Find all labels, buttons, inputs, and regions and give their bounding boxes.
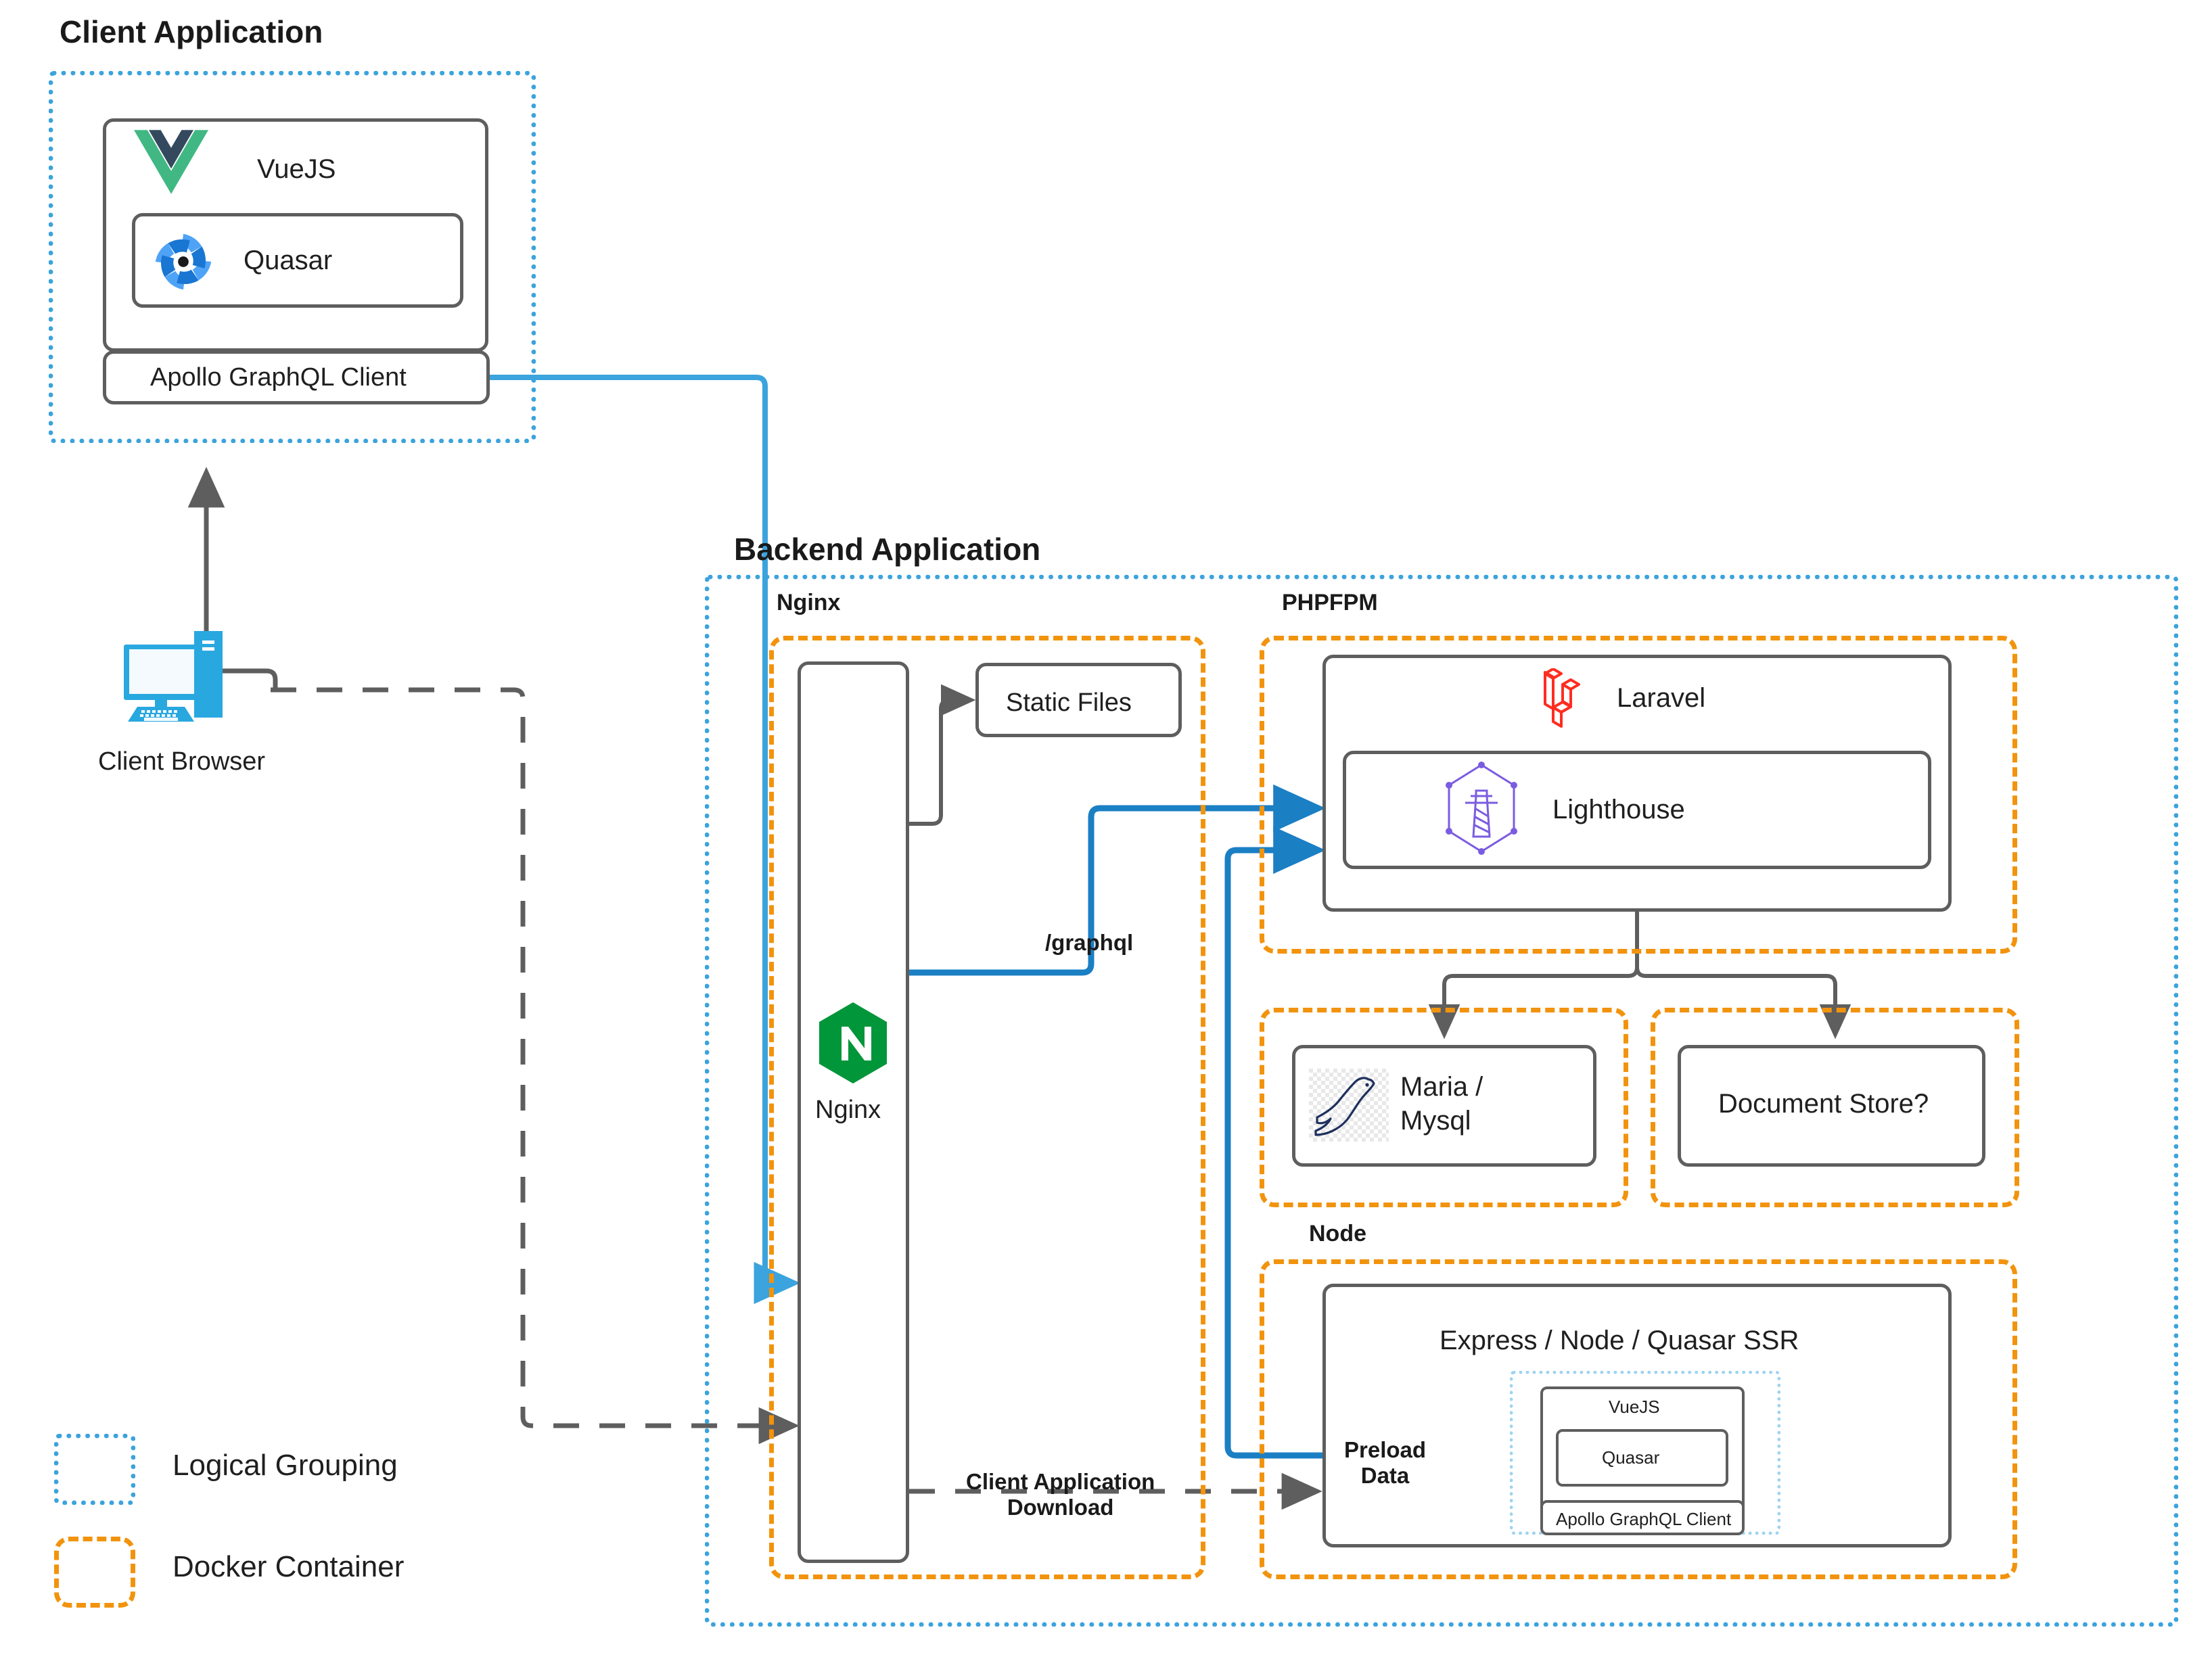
nginx-logo-icon (816, 1001, 890, 1085)
maria-mysql-node[interactable] (1292, 1045, 1596, 1167)
laravel-logo-icon (1536, 668, 1588, 732)
client-vuejs-label: VueJS (257, 154, 336, 184)
document-store-docker-container (1651, 1008, 2019, 1207)
node-docker-container (1260, 1259, 2017, 1579)
laravel-label: Laravel (1617, 683, 1706, 713)
backend-application-group (705, 575, 2178, 1627)
node-container-title: Node (1309, 1221, 1366, 1246)
express-ssr-label: Express / Node / Quasar SSR (1440, 1326, 1799, 1355)
client-apollo-label: Apollo GraphQL Client (150, 363, 407, 392)
preload-line1: Preload (1344, 1437, 1427, 1462)
legend-docker-container-swatch (54, 1537, 135, 1608)
maria-mysql-label-line2: Mysql (1400, 1106, 1471, 1136)
nginx-node[interactable] (798, 661, 909, 1563)
ssr-apollo-node[interactable] (1540, 1500, 1745, 1535)
mariadb-seal-logo-icon (1309, 1069, 1389, 1142)
ssr-apollo-label: Apollo GraphQL Client (1556, 1509, 1732, 1529)
client-application-group (49, 71, 536, 443)
vuejs-logo-icon (134, 130, 208, 204)
legend-logical-grouping-swatch (54, 1434, 135, 1505)
client-browser-icon (118, 626, 267, 737)
cad-line1: Client Application (966, 1469, 1155, 1494)
document-store-node[interactable] (1678, 1045, 1985, 1167)
ssr-vuejs-label: VueJS (1609, 1397, 1660, 1417)
legend-docker-container-label: Docker Container (172, 1550, 405, 1583)
cad-line2: Download (1007, 1494, 1114, 1520)
nginx-docker-container (769, 636, 1205, 1579)
client-apollo-node[interactable] (103, 350, 490, 404)
backend-application-title: Backend Application (734, 532, 1041, 567)
ssr-quasar-node[interactable] (1556, 1429, 1728, 1487)
maria-docker-container (1260, 1008, 1628, 1207)
client-quasar-label: Quasar (244, 246, 333, 275)
maria-mysql-label-line1: Maria / (1400, 1072, 1483, 1102)
nginx-container-title: Nginx (777, 590, 841, 615)
client-application-title: Client Application (60, 14, 323, 49)
legend-logical-grouping-label: Logical Grouping (172, 1449, 398, 1482)
client-quasar-node[interactable] (132, 213, 463, 308)
lighthouse-label: Lighthouse (1552, 795, 1685, 824)
static-files-label: Static Files (1006, 689, 1132, 717)
lighthouse-node[interactable] (1343, 751, 1931, 869)
nginx-label: Nginx (815, 1096, 881, 1124)
static-files-node[interactable] (975, 663, 1182, 737)
lighthouse-logo-icon (1441, 761, 1522, 856)
ssr-quasar-label: Quasar (1602, 1447, 1660, 1468)
preload-line2: Data (1360, 1462, 1410, 1488)
quasar-logo-icon (150, 229, 216, 295)
maria-mysql-label: Maria / Mysql (1400, 1070, 1483, 1138)
graphql-edge-label: /graphql (1045, 930, 1134, 955)
preload-data-edge-label: Preload Data (1344, 1437, 1426, 1489)
phpfpm-container-title: PHPFPM (1282, 590, 1378, 615)
phpfpm-docker-container (1260, 636, 2017, 954)
client-application-download-edge-label: Client Application Download (966, 1469, 1155, 1520)
client-browser-label: Client Browser (98, 747, 266, 776)
document-store-label: Document Store? (1718, 1089, 1929, 1119)
